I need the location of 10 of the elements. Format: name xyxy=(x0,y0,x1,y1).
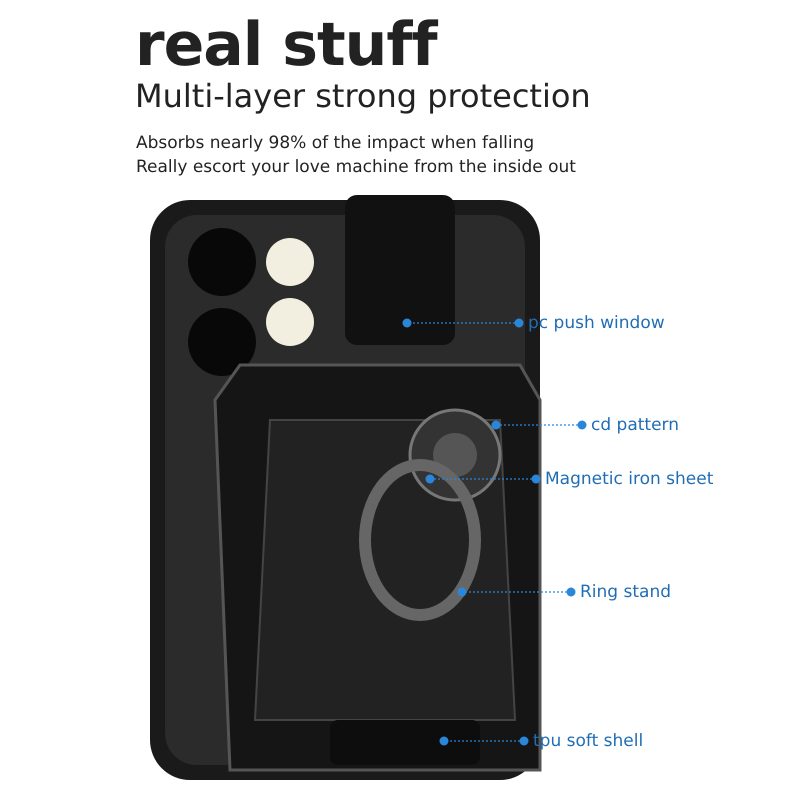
callout-label: Ring stand xyxy=(571,582,672,602)
callout-label: cd pattern xyxy=(582,415,680,435)
leader-line xyxy=(440,736,528,746)
leader-line xyxy=(402,318,524,328)
leader-line xyxy=(492,420,586,430)
callout-label: Magnetic iron sheet xyxy=(536,469,714,489)
leader-line xyxy=(426,474,540,484)
description-line: Absorbs nearly 98% of the impact when falling xyxy=(136,132,534,154)
leader-line xyxy=(458,588,576,596)
description-line: Really escort your love machine from the inside out xyxy=(136,156,576,178)
